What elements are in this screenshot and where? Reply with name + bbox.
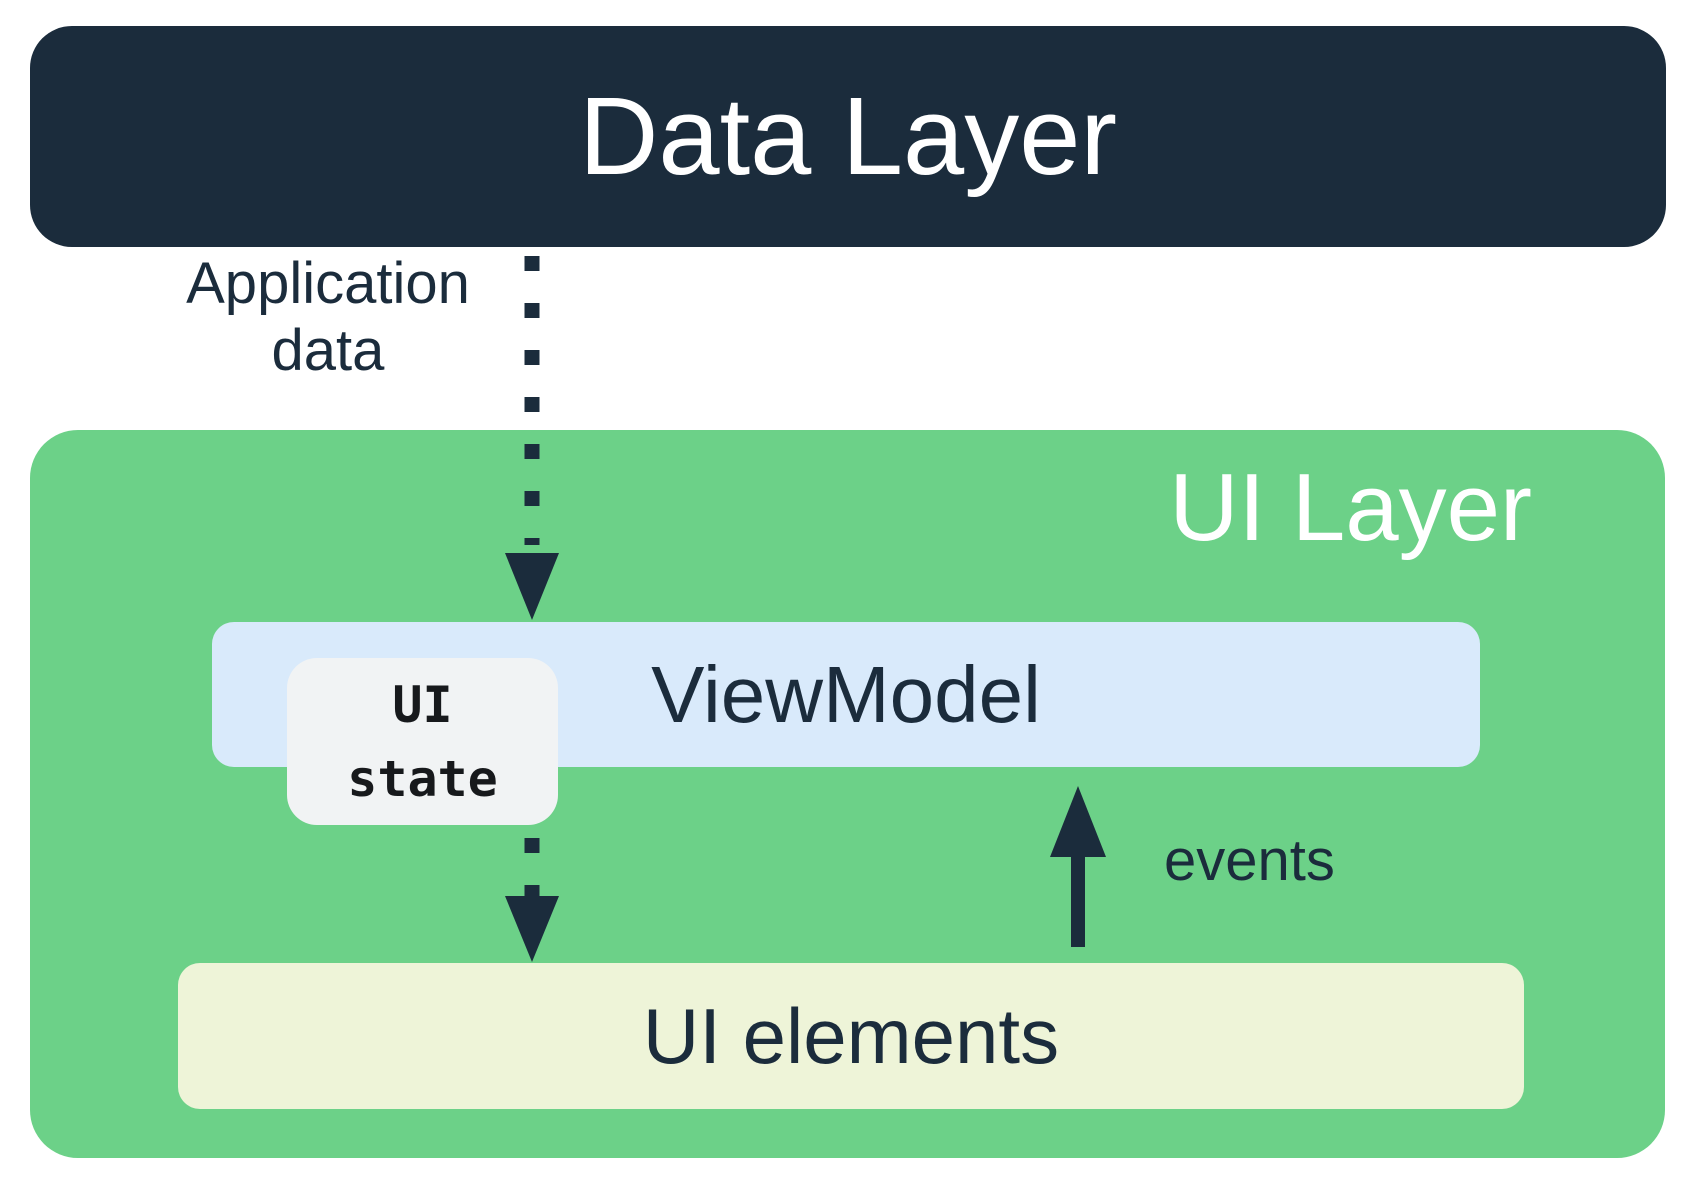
ui-elements-box: UI elements xyxy=(178,963,1524,1109)
data-layer-title: Data Layer xyxy=(578,74,1118,198)
viewmodel-title: ViewModel xyxy=(651,649,1041,739)
ui-state-line2: state xyxy=(347,749,498,808)
ui-layer-title: UI Layer xyxy=(1169,454,1532,561)
application-data-line1: Application xyxy=(186,251,470,316)
ui-state-line1: UI xyxy=(392,675,453,734)
data-layer-box: Data Layer xyxy=(30,26,1666,247)
ui-state-box: UI state xyxy=(287,658,558,825)
ui-elements-title: UI elements xyxy=(642,992,1060,1080)
application-data-label: Application data xyxy=(78,250,578,384)
application-data-line2: data xyxy=(271,318,385,383)
events-label: events xyxy=(1164,828,1335,893)
